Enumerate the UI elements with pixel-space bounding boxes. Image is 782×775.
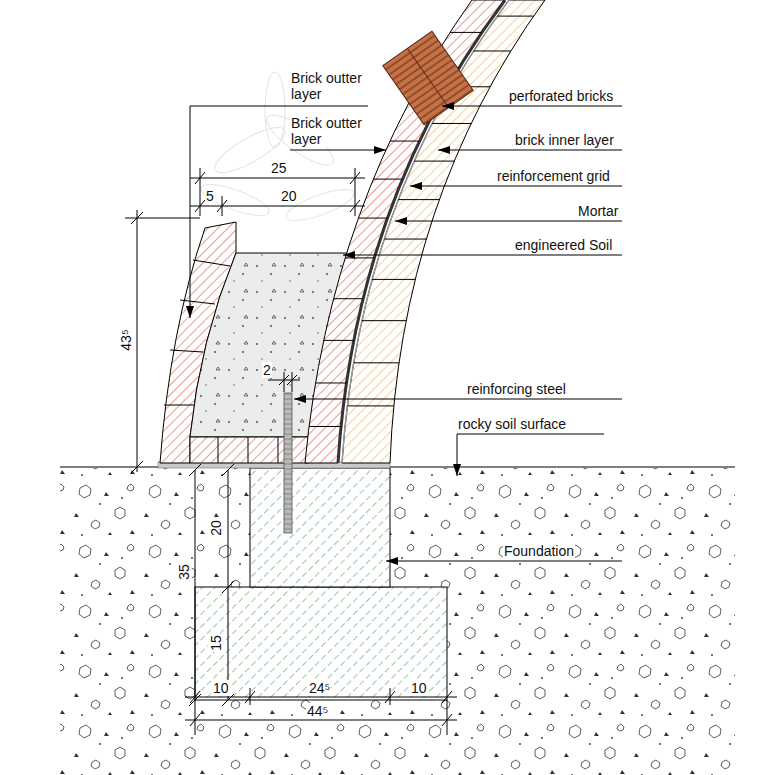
brick-joint — [362, 320, 406, 321]
brick-joint — [372, 279, 415, 280]
brick-joint — [324, 340, 354, 341]
brick-joint — [347, 405, 393, 406]
foundation-base — [195, 587, 447, 700]
brick-joint — [316, 382, 347, 383]
part-label: reinforcement grid — [496, 168, 611, 184]
brick-joint — [450, 32, 482, 33]
brick-joint — [334, 298, 363, 299]
brick-joint — [345, 257, 374, 258]
part-label: rocky soil surface — [457, 416, 567, 432]
dimension-value: 43⁵ — [118, 328, 134, 351]
brick-joint — [398, 199, 439, 200]
dimension-value: 24⁵ — [308, 680, 331, 696]
part-label: Brick outter layer — [290, 115, 370, 147]
part-label: brick inner layer — [514, 132, 615, 148]
dimension-value: 35 — [176, 563, 192, 581]
part-label: engineered Soil — [514, 237, 613, 253]
dimension-value: 25 — [270, 160, 288, 176]
dimension-value: 5 — [205, 188, 215, 204]
leader-lines — [190, 106, 622, 561]
reinforcing-steel — [284, 393, 292, 533]
part-label: Foundation — [503, 543, 575, 559]
dimension-value: 44⁵ — [306, 703, 329, 719]
brick-joint — [373, 179, 402, 180]
brick-joint — [309, 426, 341, 427]
brick-joint — [390, 141, 419, 142]
brick-joint — [414, 161, 454, 162]
brick-joint — [432, 123, 471, 124]
brick-joint — [474, 50, 511, 51]
part-label: perforated bricks — [508, 88, 614, 104]
perforated-bricks — [383, 31, 473, 124]
dimension-value: 20 — [280, 188, 298, 204]
rocky-soil — [60, 468, 735, 775]
brick-joint — [358, 218, 387, 219]
dimension-value: 20 — [208, 519, 224, 537]
part-label: Mortar — [577, 203, 619, 219]
dimension-value: 10 — [410, 680, 428, 696]
brick-joint — [354, 362, 399, 363]
part-label: reinforcing steel — [466, 381, 567, 397]
dimension-value: 15 — [208, 634, 224, 652]
part-label: Brick outter layer — [290, 70, 370, 102]
brick-joint — [497, 16, 533, 17]
foundation-upper — [250, 468, 390, 587]
dimension-value: 10 — [212, 680, 230, 696]
dimension-lines — [125, 168, 457, 735]
dimension-value: 2 — [262, 362, 272, 378]
brick-joint — [384, 239, 426, 240]
